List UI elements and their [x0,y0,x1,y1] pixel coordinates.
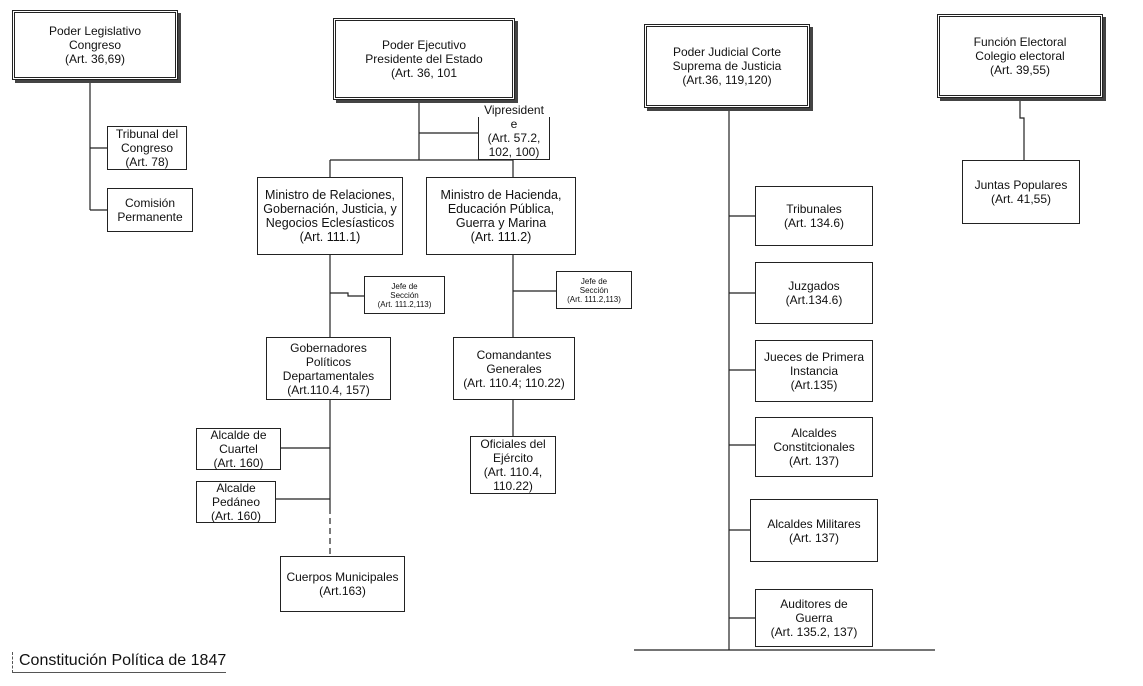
executive-head-box: Poder Ejecutivo Presidente del Estado (A… [333,18,515,100]
tribunales-label: Tribunales (Art. 134.6) [783,202,845,230]
connector-electoral [1019,98,1025,160]
oficiales-label: Oficiales del Ejército (Art. 110.4, 110.… [480,437,546,493]
vicepresidente-box: Vipresident e (Art. 57.2, 102, 100) [478,103,550,160]
oficiales-box: Oficiales del Ejército (Art. 110.4, 110.… [470,436,556,494]
jefe-seccion-box-1: Jefe de Sección (Art. 111.2,113) [364,276,445,314]
legislative-head-box: Poder Legislativo Congreso (Art. 36,69) [12,10,178,80]
tribunales-box: Tribunales (Art. 134.6) [755,186,873,246]
ministro-relaciones-box: Ministro de Relaciones, Gobernación, Jus… [257,177,403,255]
connector-relaciones-jefe [330,292,364,297]
tribunal-congreso-label: Tribunal del Congreso (Art. 78) [115,127,179,169]
gobernadores-box: Gobernadores Políticos Departamentales (… [266,337,391,400]
alcaldes-constitucionales-box: Alcaldes Constitcionales (Art. 137) [755,417,873,477]
alcaldes-constitucionales-label: Alcaldes Constitcionales (Art. 137) [773,426,855,468]
comision-permanente-box: Comisión Permanente [107,188,193,232]
jefe-seccion-label-1: Jefe de Sección (Art. 111.2,113) [377,281,432,309]
jueces-label: Jueces de Primera Instancia (Art.135) [763,350,865,392]
electoral-head-label: Función Electoral Colegio electoral (Art… [973,35,1067,77]
comandantes-label: Comandantes Generales (Art. 110.4; 110.2… [463,347,565,390]
gobernadores-label: Gobernadores Políticos Departamentales (… [282,340,375,397]
auditores-label: Auditores de Guerra (Art. 135.2, 137) [770,597,858,639]
juzgados-label: Juzgados (Art.134.6) [785,279,843,307]
alcaldes-militares-box: Alcaldes Militares (Art. 137) [750,499,878,562]
alcalde-cuartel-box: Alcalde de Cuartel (Art. 160) [196,428,281,470]
ministro-hacienda-label: Ministro de Hacienda, Educación Pública,… [440,188,562,244]
jefe-seccion-box-2: Jefe de Sección (Art. 111.2,113) [556,271,632,309]
judicial-head-box: Poder Judicial Corte Suprema de Justicia… [644,24,810,108]
juntas-populares-label: Juntas Populares (Art. 41,55) [974,178,1068,206]
cuerpos-municipales-label: Cuerpos Municipales (Art.163) [286,570,399,598]
executive-head-label: Poder Ejecutivo Presidente del Estado (A… [365,38,483,80]
alcalde-cuartel-label: Alcalde de Cuartel (Art. 160) [210,428,267,470]
comision-permanente-label: Comisión Permanente [117,196,183,224]
ministro-hacienda-box: Ministro de Hacienda, Educación Pública,… [426,177,576,255]
alcaldes-militares-label: Alcaldes Militares (Art. 137) [767,516,861,545]
electoral-head-box: Función Electoral Colegio electoral (Art… [937,14,1103,98]
alcalde-pedaneo-label: Alcalde Pedáneo (Art. 160) [210,481,261,523]
jefe-seccion-label-2: Jefe de Sección (Art. 111.2,113) [567,276,621,304]
judicial-head-label: Poder Judicial Corte Suprema de Justicia… [672,45,782,87]
tribunal-congreso-box: Tribunal del Congreso (Art. 78) [107,126,187,170]
jueces-box: Jueces de Primera Instancia (Art.135) [755,340,873,402]
diagram-title: Constitución Política de 1847 [12,652,227,673]
juzgados-box: Juzgados (Art.134.6) [755,262,873,324]
auditores-box: Auditores de Guerra (Art. 135.2, 137) [755,589,873,647]
cuerpos-municipales-box: Cuerpos Municipales (Art.163) [280,556,405,612]
comandantes-box: Comandantes Generales (Art. 110.4; 110.2… [453,337,575,400]
ministro-relaciones-label: Ministro de Relaciones, Gobernación, Jus… [263,188,397,244]
vicepresidente-label: Vipresident e (Art. 57.2, 102, 100) [484,103,544,159]
legislative-head-label: Poder Legislativo Congreso (Art. 36,69) [48,24,142,66]
juntas-populares-box: Juntas Populares (Art. 41,55) [962,160,1080,224]
alcalde-pedaneo-box: Alcalde Pedáneo (Art. 160) [196,481,276,523]
